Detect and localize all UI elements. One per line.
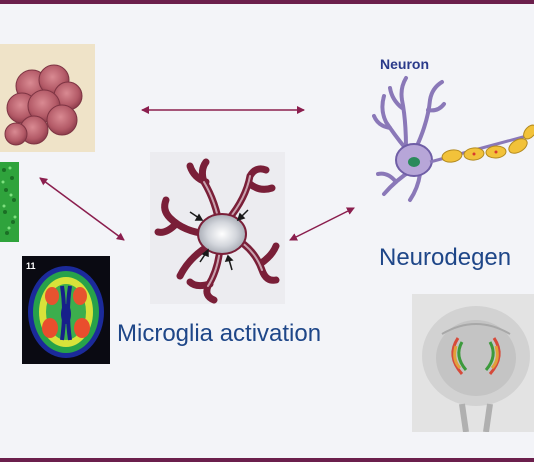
green-fluorescence-image <box>0 162 19 242</box>
amyloid-plaque-image <box>0 44 95 152</box>
brain-3d-render-image <box>412 294 534 432</box>
arrow-fluorescence-microglia <box>39 177 125 241</box>
microglia-activation-label: Microglia activation <box>117 320 322 347</box>
arrow-microglia-neuron <box>289 207 355 241</box>
neuron-illustration <box>372 70 534 206</box>
neuron-label: Neuron <box>380 56 429 72</box>
microglia-cell-image <box>150 152 285 304</box>
neurodegeneration-label: Neurodegen <box>379 244 512 271</box>
pet-slice-number: 11 <box>26 261 36 271</box>
connector-arrows <box>39 106 355 241</box>
pet-brain-scan-image <box>22 256 110 364</box>
